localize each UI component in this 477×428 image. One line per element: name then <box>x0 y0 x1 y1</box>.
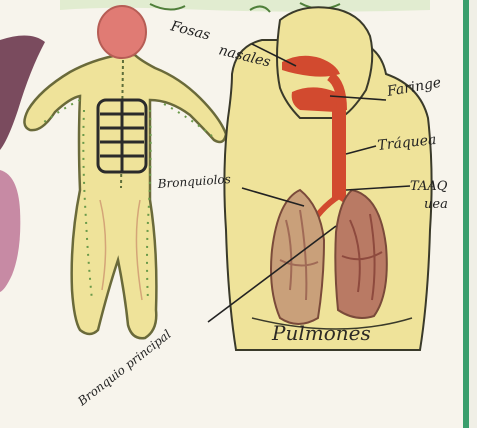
left-figure <box>24 6 226 338</box>
pink-edge-blob <box>0 170 20 292</box>
trachea <box>332 108 346 198</box>
left-body-outline <box>24 55 226 338</box>
label-uea: uea <box>424 197 448 212</box>
green-border <box>463 0 469 428</box>
label-pulmones: Pulmones <box>271 321 371 345</box>
label-taaq: TAAQ <box>410 179 448 194</box>
left-head <box>98 6 146 58</box>
label-fosas: Fosas <box>168 18 212 43</box>
purple-edge-blob <box>0 35 45 150</box>
right-margin <box>469 0 477 428</box>
label-bronquiolos: Bronquiolos <box>156 172 231 191</box>
label-bronquio-principal: Bronquio principal <box>74 327 173 409</box>
